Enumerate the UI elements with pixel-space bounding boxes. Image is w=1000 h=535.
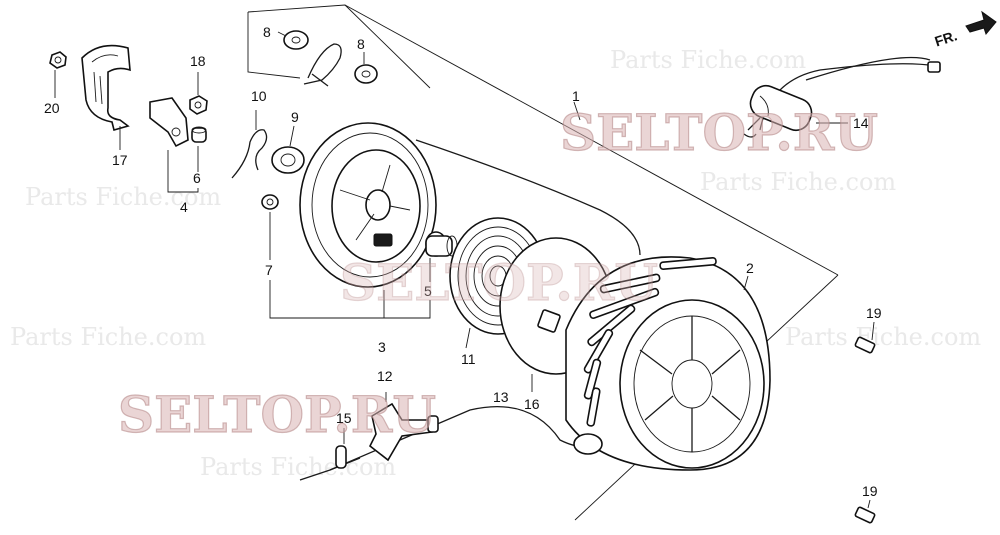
callout-19-upper: 19 xyxy=(866,305,882,321)
callout-7: 7 xyxy=(265,262,273,278)
faint-watermark: Parts Fiche.com xyxy=(700,168,896,196)
callout-15: 15 xyxy=(336,410,352,426)
sub-assembly-border xyxy=(247,12,301,79)
part-12-starter-grip xyxy=(368,392,439,462)
front-label: FR. xyxy=(933,27,959,49)
faint-watermark: Parts Fiche.com xyxy=(200,453,396,481)
faint-watermark: Parts Fiche.com xyxy=(785,323,981,351)
callout-9: 9 xyxy=(291,109,299,125)
callout-20: 20 xyxy=(44,100,60,116)
callout-17: 17 xyxy=(112,152,128,168)
watermark: SELTOP.RU xyxy=(560,103,878,162)
callout-19-lower: 19 xyxy=(862,483,878,499)
callout-6: 6 xyxy=(193,170,201,186)
callout-1: 1 xyxy=(572,88,580,104)
front-direction-indicator: FR. xyxy=(933,10,997,50)
callout-12: 12 xyxy=(377,368,393,384)
callout-labels: 1 2 3 4 5 6 7 8 8 9 10 11 12 13 14 15 16… xyxy=(44,24,882,499)
callout-14: 14 xyxy=(853,115,869,131)
callout-5: 5 xyxy=(424,283,432,299)
callout-8-left: 8 xyxy=(263,24,271,40)
small-parts-group xyxy=(231,30,378,260)
part-20-nut xyxy=(49,51,67,98)
arrow-right-icon xyxy=(965,10,997,36)
part-17-guide-band xyxy=(81,44,131,150)
callout-18: 18 xyxy=(190,53,206,69)
case-vent-slots xyxy=(583,257,717,427)
assembly-border-top xyxy=(344,4,839,276)
faint-watermark: Parts Fiche.com xyxy=(10,323,206,351)
callout-3: 3 xyxy=(378,339,386,355)
part-2-starter-case xyxy=(565,256,771,471)
faint-watermark: Parts Fiche.com xyxy=(25,183,221,211)
faint-watermark: Parts Fiche.com xyxy=(610,46,806,74)
callout-13: 13 xyxy=(493,389,509,405)
callout-16: 16 xyxy=(524,396,540,412)
callout-8-right: 8 xyxy=(357,36,365,52)
faint-watermark-layer: Parts Fiche.com Parts Fiche.com Parts Fi… xyxy=(10,46,981,481)
watermark: SELTOP.RU xyxy=(118,385,436,444)
callout-11: 11 xyxy=(461,351,476,367)
callout-10: 10 xyxy=(251,88,267,104)
part-15-rope-clip xyxy=(299,428,361,481)
watermark-layer: SELTOP.RU SELTOP.RU SELTOP.RU xyxy=(117,102,878,444)
part-5-collar xyxy=(269,231,458,319)
part-19-bolt-lower xyxy=(854,499,876,524)
callout-2: 2 xyxy=(746,260,754,276)
part-4-bracket-assembly xyxy=(149,72,208,193)
callout-4: 4 xyxy=(180,199,188,215)
part-3-reel-pulley xyxy=(299,122,437,318)
watermark: SELTOP.RU xyxy=(340,253,658,312)
part-14-grip-cable xyxy=(743,56,941,138)
part-19-bolt-upper xyxy=(854,321,876,354)
